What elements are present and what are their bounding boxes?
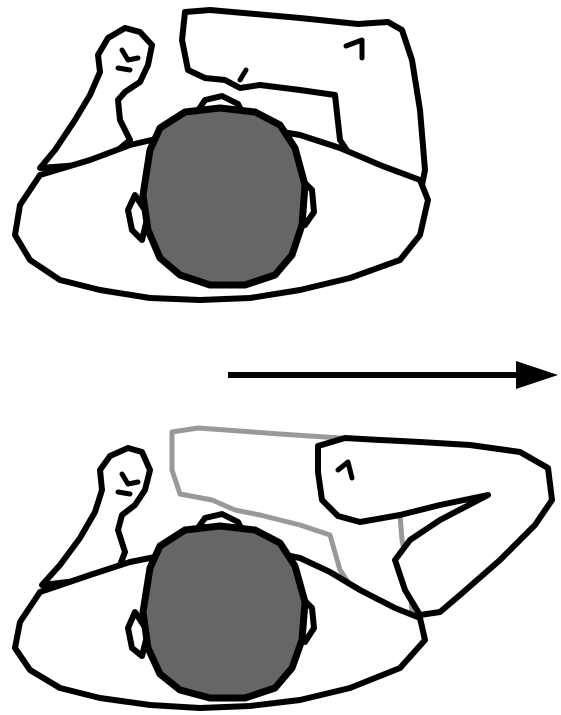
bottom-head — [143, 526, 305, 698]
top-figure — [15, 10, 428, 300]
direction-arrow — [228, 361, 558, 389]
bottom-figure — [15, 428, 552, 708]
top-head — [143, 108, 305, 285]
